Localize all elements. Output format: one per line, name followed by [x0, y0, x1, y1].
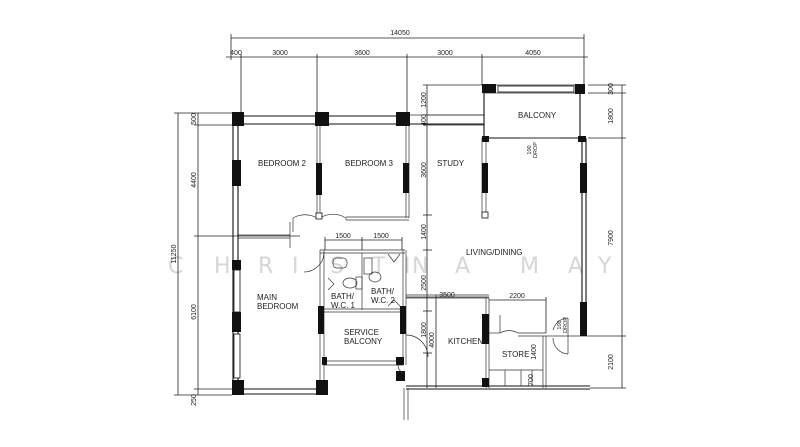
- label-bath-wc-2-b: W.C. 2: [371, 296, 396, 305]
- svg-text:1400: 1400: [421, 224, 428, 240]
- svg-text:DROP: DROP: [533, 142, 539, 158]
- svg-text:6100: 6100: [191, 304, 198, 320]
- structural-columns: [232, 84, 587, 395]
- svg-text:H: H: [214, 254, 231, 279]
- label-study: STUDY: [437, 159, 465, 168]
- svg-text:1500: 1500: [373, 233, 389, 240]
- svg-text:700: 700: [528, 374, 535, 386]
- svg-text:400: 400: [230, 50, 242, 57]
- label-bath-wc-1-b: W.C. 1: [331, 301, 356, 310]
- label-main-bedroom: MAIN: [257, 293, 277, 302]
- svg-text:100: 100: [557, 320, 563, 329]
- watermark: C H R I S T I N A M A Y: [168, 254, 612, 279]
- svg-text:250: 250: [191, 394, 198, 406]
- svg-text:A: A: [455, 254, 470, 279]
- doors: [292, 212, 569, 374]
- svg-text:1800: 1800: [421, 322, 428, 338]
- svg-text:DROP: DROP: [563, 317, 569, 333]
- label-main-bedroom-2: BEDROOM: [257, 302, 299, 311]
- svg-text:1200: 1200: [421, 92, 428, 108]
- right-dimensions: 300 1800 7900 2100: [588, 83, 626, 389]
- svg-text:3500: 3500: [439, 292, 455, 299]
- svg-text:1400: 1400: [531, 344, 538, 360]
- svg-text:Y: Y: [597, 254, 612, 279]
- svg-text:1800: 1800: [608, 108, 615, 124]
- label-bath-wc-1: BATH/: [331, 292, 355, 301]
- windows: [233, 85, 575, 379]
- label-bedroom-2: BEDROOM 2: [258, 159, 307, 168]
- svg-text:4050: 4050: [525, 50, 541, 57]
- svg-text:500: 500: [191, 113, 198, 125]
- svg-text:3600: 3600: [354, 50, 370, 57]
- svg-text:M: M: [520, 254, 539, 279]
- inner-dimensions: 1200 400 3600 1400 2500 1800 4000: [421, 84, 484, 388]
- svg-text:1500: 1500: [335, 233, 351, 240]
- interior-dimensions: 1500 1500 3500 2200 1400 700: [324, 233, 547, 386]
- svg-text:2100: 2100: [608, 354, 615, 370]
- svg-text:4400: 4400: [191, 172, 198, 188]
- svg-text:2500: 2500: [421, 275, 428, 291]
- label-kitchen: KITCHEN: [448, 337, 483, 346]
- svg-text:T: T: [371, 254, 386, 279]
- label-service-balcony: SERVICE: [344, 328, 379, 337]
- svg-text:4000: 4000: [429, 332, 436, 348]
- bath-fixtures: [327, 253, 401, 307]
- label-store: STORE: [502, 350, 529, 359]
- svg-text:N: N: [412, 254, 428, 279]
- svg-text:3600: 3600: [421, 162, 428, 178]
- svg-text:I: I: [292, 254, 299, 279]
- svg-text:3000: 3000: [272, 50, 288, 57]
- svg-text:A: A: [568, 254, 583, 279]
- room-labels: BEDROOM 2 BEDROOM 3 STUDY BALCONY LIVING…: [257, 111, 557, 359]
- svg-text:7900: 7900: [608, 230, 615, 246]
- svg-text:2200: 2200: [509, 293, 525, 300]
- svg-text:I: I: [404, 254, 411, 279]
- svg-text:14050: 14050: [390, 30, 410, 37]
- svg-text:400: 400: [421, 114, 428, 126]
- label-bedroom-3: BEDROOM 3: [345, 159, 394, 168]
- drop-annotations: 100 DROP 100 DROP: [527, 142, 569, 333]
- svg-text:R: R: [258, 254, 273, 279]
- svg-text:300: 300: [608, 83, 615, 95]
- svg-text:C: C: [168, 254, 183, 279]
- svg-text:3000: 3000: [437, 50, 453, 57]
- label-living-dining: LIVING/DINING: [466, 248, 522, 257]
- label-bath-wc-2: BATH/: [371, 287, 395, 296]
- walls: [232, 84, 590, 420]
- left-dimensions: 11250 500 4400 6100 250: [171, 112, 300, 406]
- svg-text:100: 100: [527, 145, 533, 154]
- label-service-balcony-2: BALCONY: [344, 337, 383, 346]
- label-balcony: BALCONY: [518, 111, 557, 120]
- svg-text:11250: 11250: [171, 244, 178, 263]
- top-dimensions: 14050 400 3000 3600 3000 4050: [226, 30, 588, 115]
